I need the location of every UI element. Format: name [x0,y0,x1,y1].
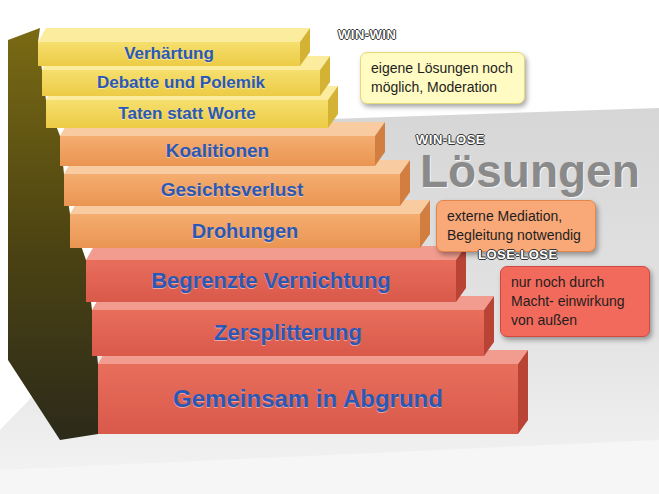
step-block [60,122,385,166]
step-label: Gesichtsverlust [161,179,304,201]
solution-callout: externe Mediation, Begleitung notwendig [436,200,596,252]
callout-text: nur noch durch Macht- einwirkung von auß… [511,273,639,330]
step-side-face [400,160,410,206]
step-side-face [300,28,310,66]
step-top-face [38,28,310,42]
step-block [70,200,430,248]
outcome-label: WIN-WIN [338,28,396,42]
step-top-face [86,246,466,260]
step-label: Verhärtung [124,44,214,64]
escalation-step: Koalitionen [60,136,375,166]
escalation-step: Taten statt Worte [46,100,328,128]
escalation-step: Verhärtung [38,42,300,66]
step-side-face [484,296,494,356]
callout-text: eigene Lösungen noch möglich, Moderation [371,59,514,97]
background-wall [0,108,659,494]
step-label: Begrenzte Vernichtung [151,268,391,294]
step-side-face [456,246,466,302]
step-side-face [375,122,385,166]
floor [0,440,659,494]
escalation-step: Gemeinsam in Abgrund [98,364,518,434]
step-block [38,28,310,66]
solution-callout: eigene Lösungen noch möglich, Moderation [360,52,525,104]
callout-text: externe Mediation, Begleitung notwendig [447,207,585,245]
escalation-step: Gesichtsverlust [64,174,400,206]
step-block [64,160,410,206]
step-block [92,296,494,356]
step-label: Drohungen [192,220,299,243]
step-side-face [518,350,528,434]
step-label: Debatte und Polemik [97,73,265,93]
escalation-step: Drohungen [70,214,420,248]
escalation-step: Zersplitterung [92,310,484,356]
watermark: Lösungen [420,148,640,194]
step-label: Taten statt Worte [118,104,255,124]
escalation-step: Begrenzte Vernichtung [86,260,456,302]
solution-callout: nur noch durch Macht- einwirkung von auß… [500,266,650,337]
escalation-step: Debatte und Polemik [42,70,320,96]
step-label: Zersplitterung [214,320,362,346]
step-side-face [420,200,430,248]
step-block [98,350,528,434]
outcome-label: LOSE-LOSE [478,248,558,262]
step-side-face [328,86,338,128]
outcome-label: WIN-LOSE [416,133,485,147]
step-label: Koalitionen [166,140,269,162]
step-block [86,246,466,302]
step-side-face [320,56,330,96]
step-label: Gemeinsam in Abgrund [173,385,443,413]
